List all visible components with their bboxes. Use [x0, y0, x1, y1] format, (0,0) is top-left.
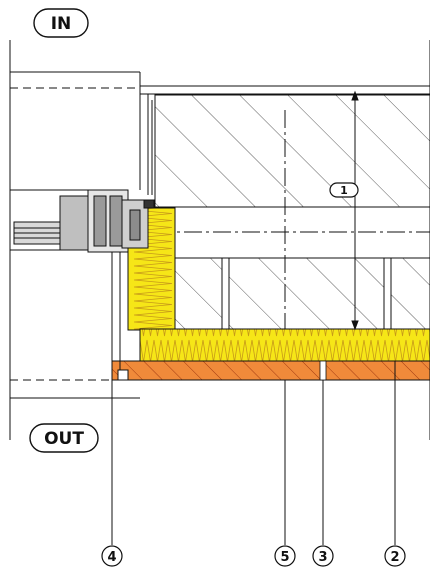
window-frame [9, 189, 155, 253]
insulation-horizontal [139, 328, 430, 362]
callout-2-text: 2 [390, 550, 399, 565]
concrete-slab-lower [174, 257, 430, 330]
render-joint [319, 360, 327, 381]
left-wall [10, 71, 141, 399]
inside-label-text: IN [51, 14, 72, 34]
leader-lines [111, 361, 396, 545]
interior-plaster [140, 85, 430, 195]
callout-1: 1 [329, 182, 359, 198]
callout-5-text: 5 [280, 550, 289, 565]
outside-label: OUT [29, 423, 99, 453]
concrete-slab [154, 94, 430, 208]
callout-1-text: 1 [340, 184, 348, 197]
render-layer [111, 360, 430, 381]
callout-3-text: 3 [318, 550, 327, 565]
callout-5: 5 [274, 545, 296, 567]
outside-label-text: OUT [44, 429, 84, 449]
callout-3: 3 [312, 545, 334, 567]
callout-4-text: 4 [107, 550, 116, 565]
dimension-line-1 [351, 90, 359, 331]
callout-4: 4 [101, 545, 123, 567]
callout-2: 2 [384, 545, 406, 567]
inside-label: IN [33, 8, 89, 38]
